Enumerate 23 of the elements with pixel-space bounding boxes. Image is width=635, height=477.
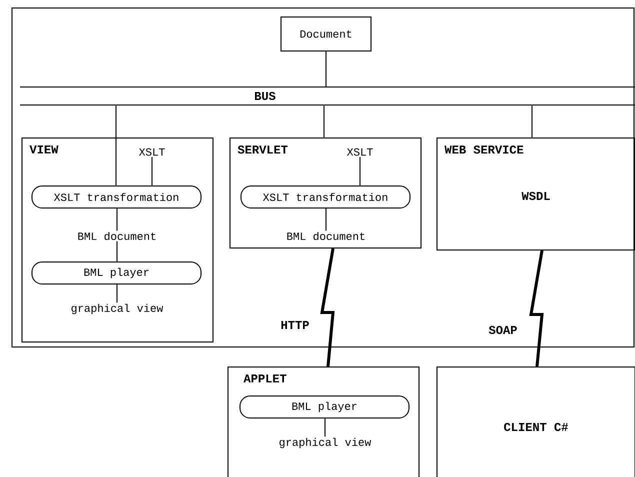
component-box: WEB SERVICE WSDL: [436, 138, 635, 250]
bus-band: BUS: [20, 86, 635, 106]
component-box: CLIENT C#: [436, 366, 635, 477]
connector: [116, 284, 118, 304]
process-pill: XSLT transformation: [240, 186, 410, 208]
system-frame: [12, 8, 634, 348]
connector: [320, 248, 335, 367]
edge-label: HTTP: [280, 320, 310, 330]
input-label: XSLT: [347, 148, 373, 156]
output-label: graphical view: [72, 304, 164, 314]
input-label: XSLT: [138, 148, 165, 156]
data-label: BML document: [287, 232, 364, 240]
connector: [324, 418, 326, 438]
process-pill: BML player: [32, 262, 202, 284]
data-label: BML document: [78, 232, 156, 240]
process-pill: BML player: [240, 396, 410, 418]
connector: [529, 250, 544, 367]
edge-label: SOAP: [488, 324, 518, 336]
output-label: graphical view: [280, 438, 372, 448]
connector: [116, 240, 118, 262]
process-pill: XSLT transformation: [32, 186, 202, 208]
document-box: Document: [280, 16, 372, 52]
connector: [116, 208, 118, 232]
